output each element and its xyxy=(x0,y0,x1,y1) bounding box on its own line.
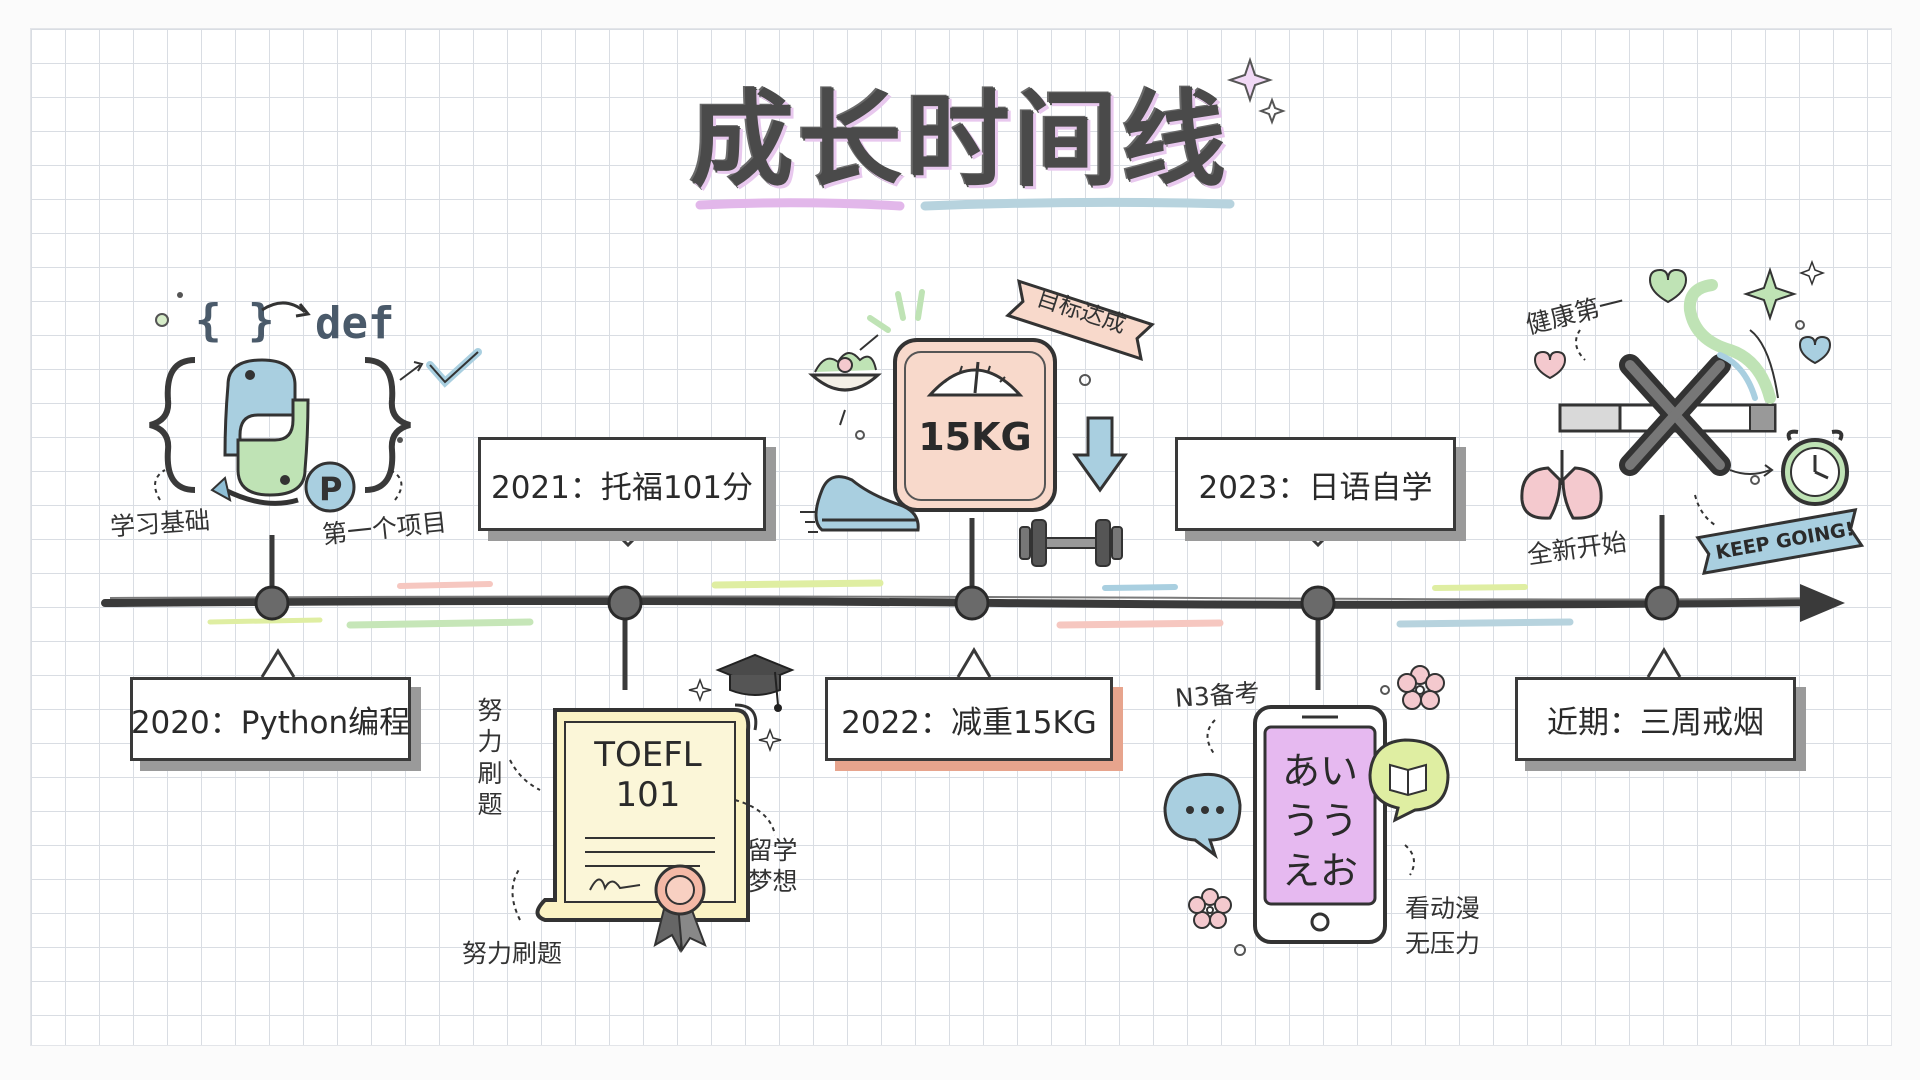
svg-text:{ }: { } xyxy=(195,295,274,346)
timeline-node-2021 xyxy=(607,585,643,690)
note-practice-top: 努力刷题 xyxy=(477,696,503,819)
event-label-2023: 2023：日语自学 xyxy=(1175,437,1456,531)
certificate-icon xyxy=(509,653,795,954)
phone-icon xyxy=(1163,665,1450,956)
note-no-pressure: 无压力 xyxy=(1405,929,1481,958)
phone-kana-line-3: えお xyxy=(1281,849,1358,893)
event-label-2021: 2021：托福101分 xyxy=(478,437,766,531)
event-label-2022: 2022：减重15KG xyxy=(825,677,1113,761)
note-watch-anime: 看动漫 xyxy=(1405,894,1481,923)
page-title: 成长时间线 xyxy=(689,79,1230,201)
event-label-2020: 2020：Python编程 xyxy=(130,677,411,761)
phone-kana-line-2: うう xyxy=(1281,799,1358,843)
svg-text:def: def xyxy=(315,298,394,349)
note-n3-prep: N3备考 xyxy=(1174,678,1261,713)
timeline-axis xyxy=(101,579,1845,629)
phone-kana-line-1: あい xyxy=(1281,749,1358,793)
timeline-node-2023 xyxy=(1300,585,1336,690)
grid-paper-background xyxy=(30,28,1892,1046)
note-practice-bottom: 努力刷题 xyxy=(462,939,563,968)
svg-text:P: P xyxy=(319,470,342,508)
timeline-node-2022 xyxy=(954,518,990,621)
scale-icon xyxy=(800,279,1156,567)
event-label-recent: 近期：三周戒烟 xyxy=(1515,677,1796,761)
note-study-abroad: 留学梦想 xyxy=(747,836,798,897)
timeline-node-2020 xyxy=(254,535,290,621)
timeline-node-recent xyxy=(1644,515,1680,621)
certificate-text-101: 101 xyxy=(615,775,681,815)
no-smoking-icon xyxy=(1520,259,1865,576)
python-code-icon: { } def P xyxy=(149,292,482,513)
scale-reading: 15KG xyxy=(918,415,1032,459)
certificate-text-toefl: TOEFL xyxy=(594,735,702,775)
